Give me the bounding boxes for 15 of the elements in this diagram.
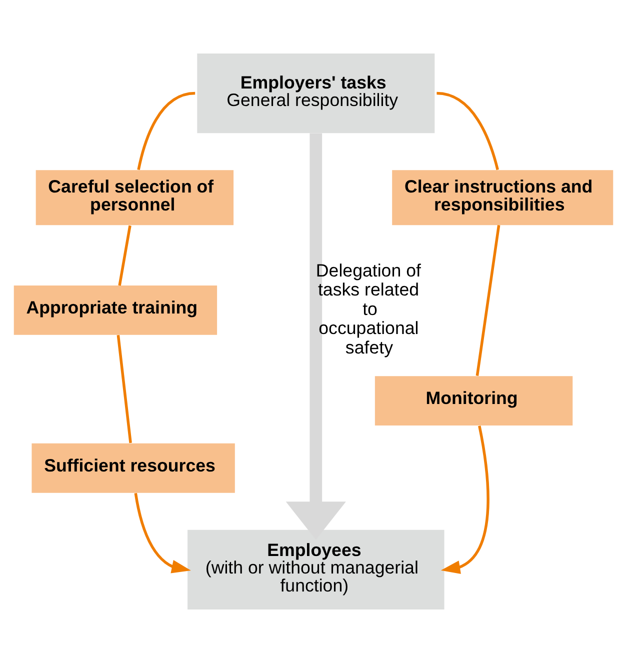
node-box: Careful selection of personnel [36,170,234,225]
node-box: Monitoring [374,376,573,426]
arrow [440,425,490,574]
connector [137,91,196,170]
connector [476,224,500,376]
connector [116,334,132,443]
node-box: Sufficient resources [32,442,235,492]
node-box: Appropriate training [14,285,218,334]
connector [436,91,499,170]
connector [118,224,132,286]
node-box: Clear instructions and responsibilities [392,170,614,225]
arrow [134,492,191,573]
node-box: Employees (with or without managerial function) [188,529,444,609]
node-box: Employers' tasks General responsibility [197,53,435,133]
edge-label: Delegation of tasks related to occupational safety [316,260,421,357]
